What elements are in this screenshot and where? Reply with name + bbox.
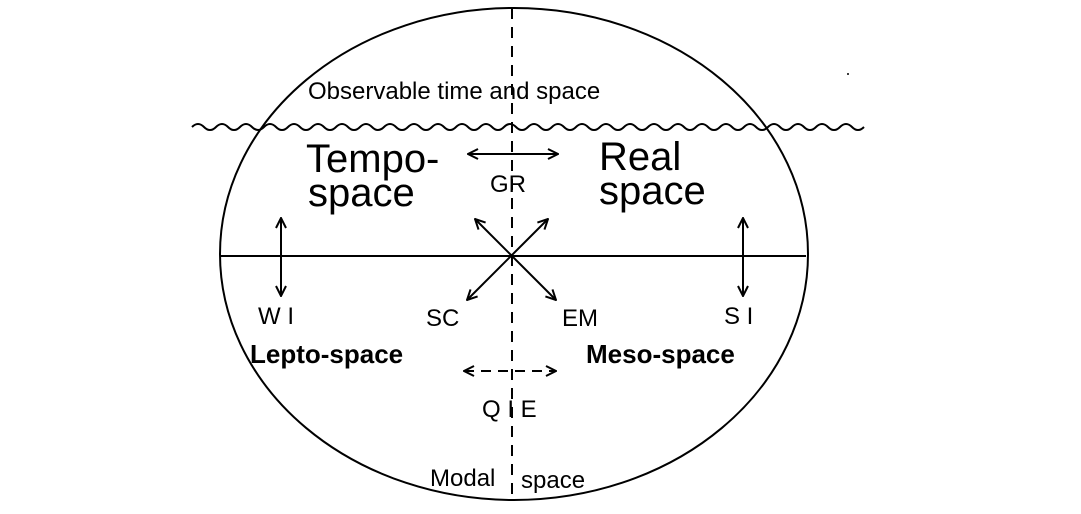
em-diagonal-arrow [475,219,556,300]
wavy-surface-line [191,123,865,131]
observable-label: Observable time and space [308,78,600,105]
gr-label: GR [490,171,526,198]
real-space-label-line1: Real [599,135,681,179]
modal-label: Modal [430,465,495,492]
tempo-space-label-line1: Tempo- [306,137,439,181]
real-space-label-line2: space [599,169,706,213]
qie-label: Q I E [482,396,537,423]
wi-label: W I [258,303,294,330]
sc-diagonal-arrow [467,219,548,300]
tempo-space-label-line2: space [308,171,415,215]
em-label: EM [562,305,598,332]
lepto-space-label: Lepto-space [250,339,403,369]
si-label: S I [724,303,753,330]
meso-space-label: Meso-space [586,339,735,369]
outer-ellipse [219,7,809,501]
sc-label: SC [426,305,459,332]
stray-dot [847,73,849,75]
modal-space-label: space [521,467,585,494]
